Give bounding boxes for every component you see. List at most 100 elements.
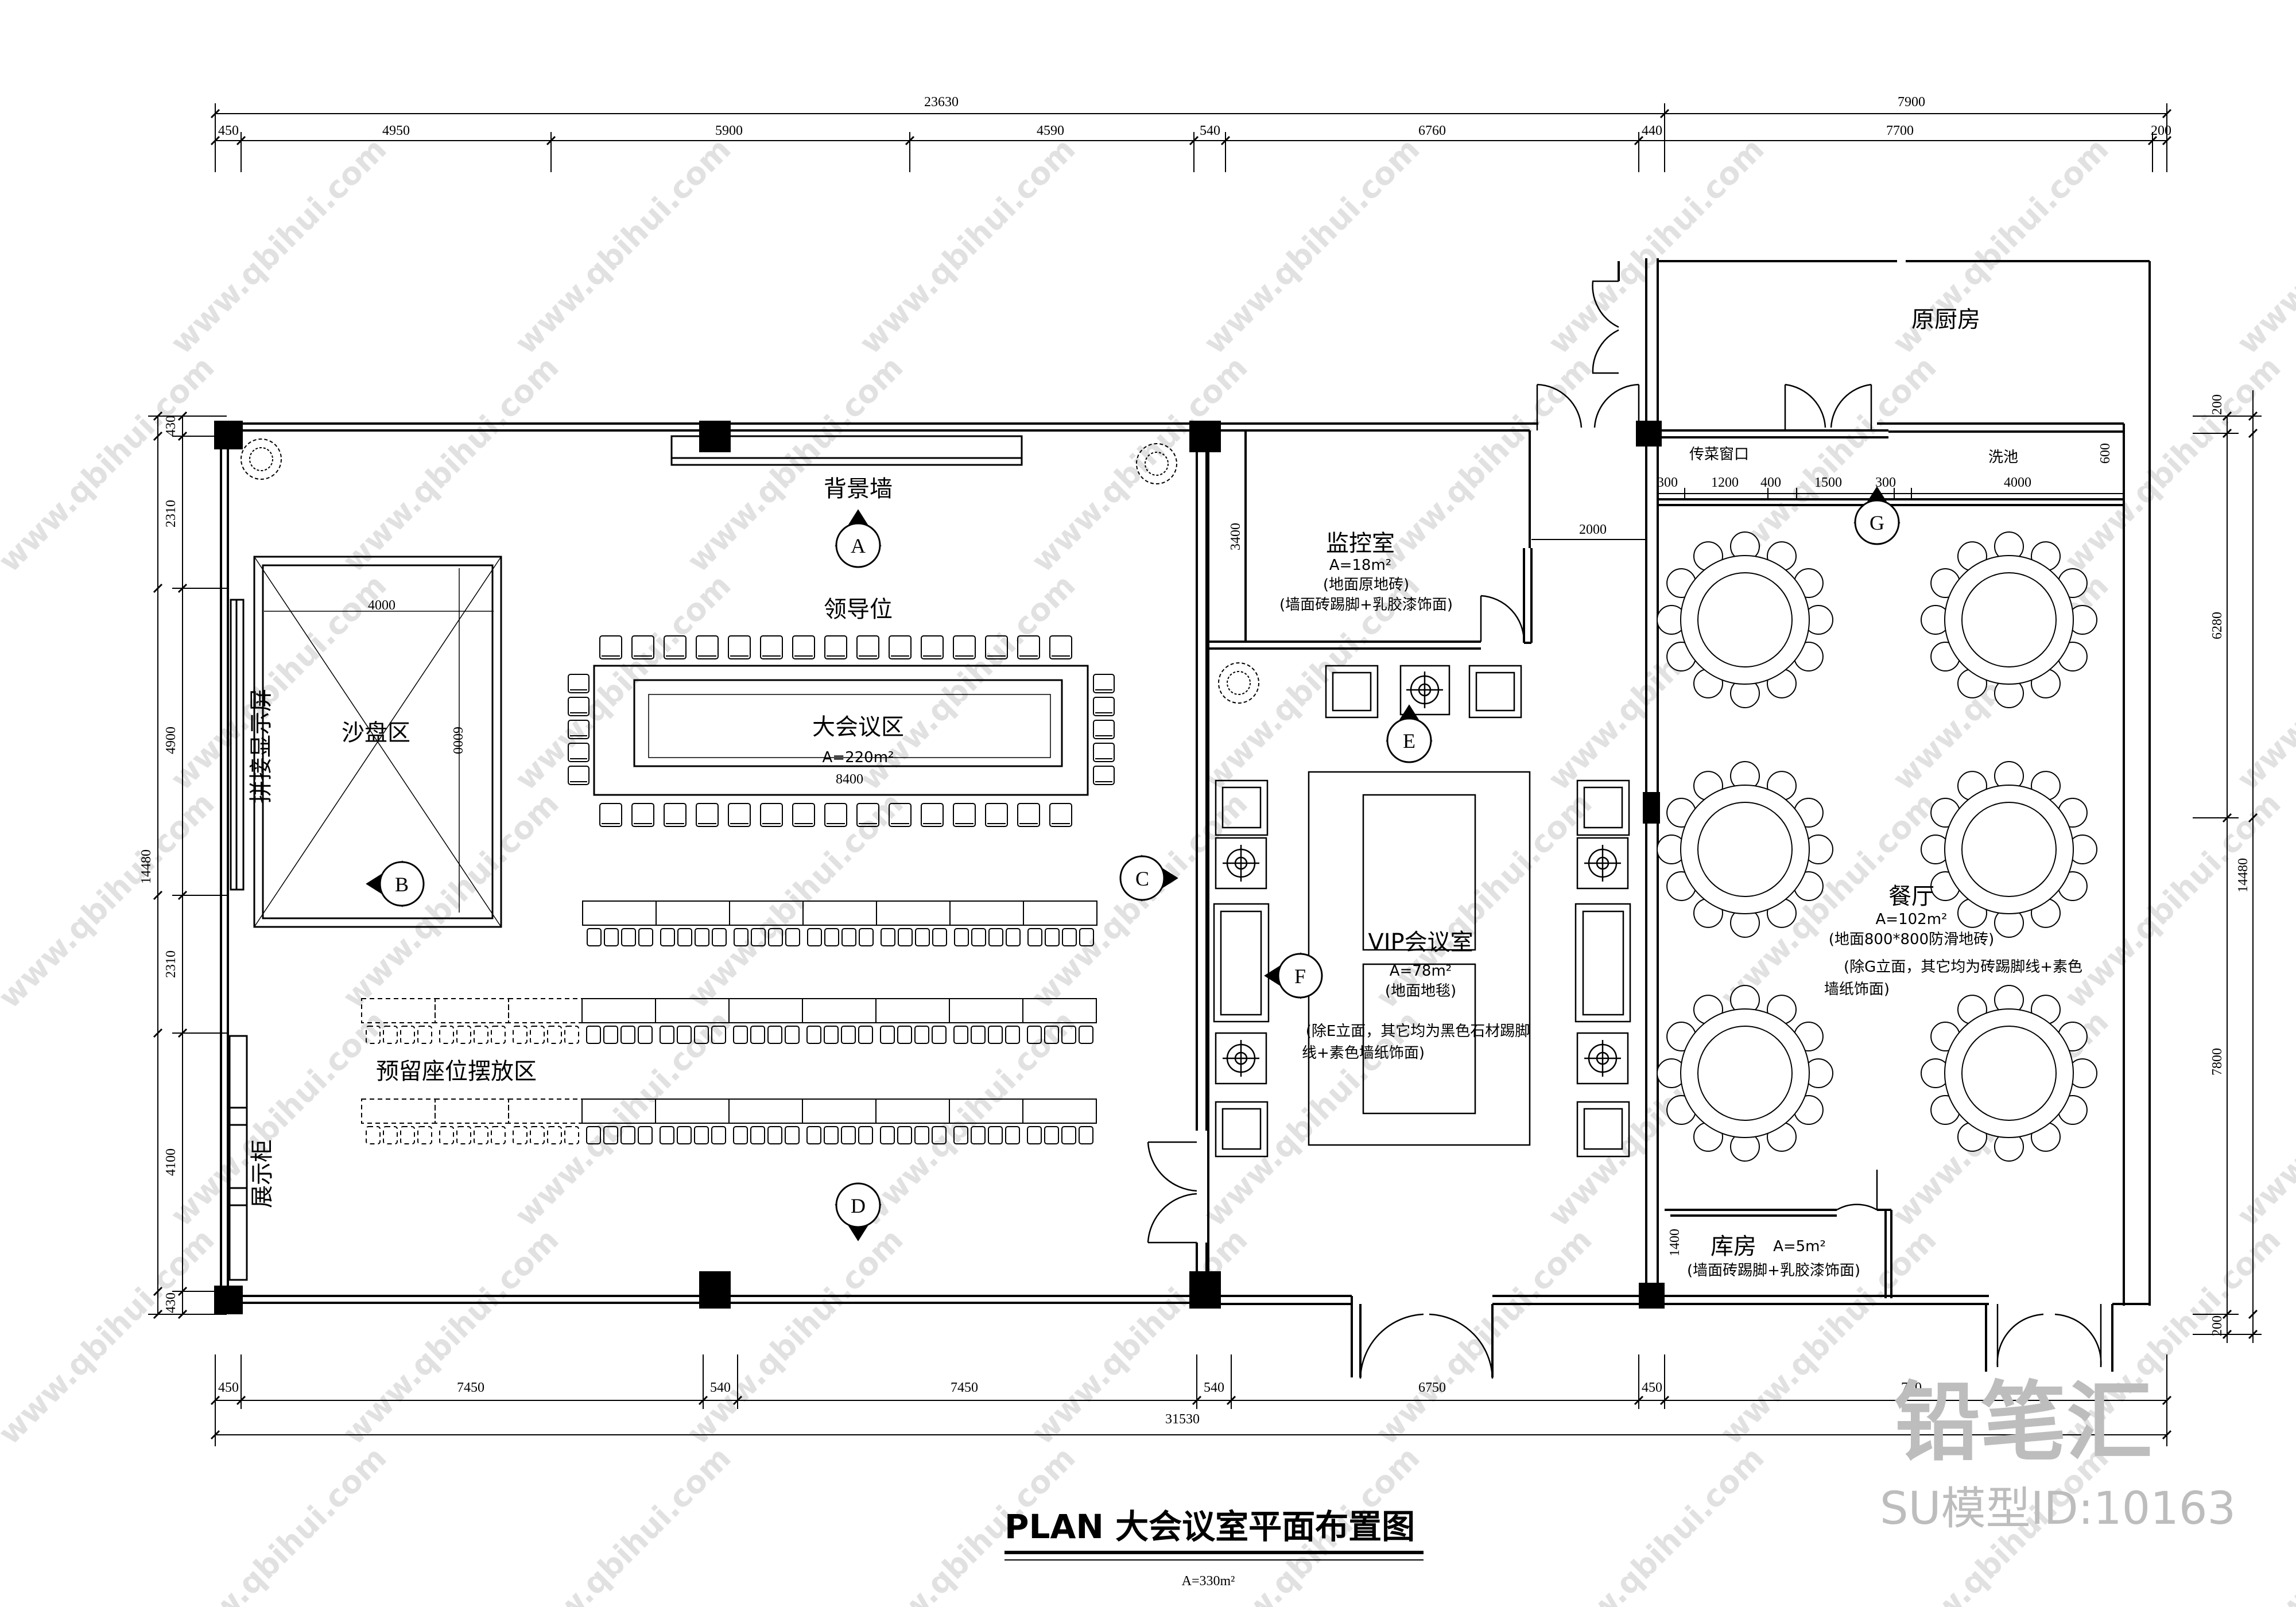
watermark-text: www.qbihui.com [336, 1221, 566, 1451]
svg-text:F: F [1294, 965, 1306, 988]
watermark-model-id: SU模型ID:10163 [1880, 1483, 2236, 1535]
watermark-text: www.qbihui.com [0, 785, 221, 1015]
dim-kitchen-f: 4000 [2004, 475, 2031, 490]
dim-kitchen-d: 1500 [1814, 475, 1842, 490]
background-wall-label: 背景墙 [824, 476, 893, 502]
dim-corridor: 2000 [1579, 522, 1607, 537]
leader-seat-label: 领导位 [824, 596, 893, 623]
svg-text:E: E [1403, 729, 1415, 752]
watermark-text: www.qbihui.com [1369, 349, 1599, 579]
dining-label: 餐厅 [1888, 883, 1934, 910]
dim-table-length: 8400 [836, 772, 863, 787]
watermark-text: www.qbihui.com [852, 131, 1083, 361]
dim-sand-width: 4000 [368, 598, 395, 613]
sand-table-label: 沙盘区 [342, 720, 410, 746]
vip-note-2: 线+素色墙纸饰面) [1302, 1045, 1425, 1062]
serving-window-label: 传菜窗口 [1689, 446, 1749, 463]
elevation-marker-a: A [835, 509, 882, 568]
watermark-text: www.qbihui.com [680, 1221, 910, 1451]
watermark-text: www.qbihui.com [1197, 131, 1427, 361]
watermark-text: www.qbihui.com [1025, 349, 1255, 579]
svg-text:C: C [1135, 867, 1149, 890]
svg-text:B: B [395, 873, 409, 896]
doors [1147, 280, 2102, 1379]
display-screen-label: 拼接显示屏 [248, 689, 274, 804]
dim-left-seg: 2310 [164, 500, 179, 527]
dim-left-seg: 4100 [164, 1148, 179, 1176]
dim-top-seg: 200 [2151, 123, 2171, 138]
dim-sand-depth: 6000 [450, 727, 465, 754]
dim-right-total: 14480 [2236, 858, 2251, 892]
dim-left-total: 14480 [139, 849, 154, 884]
watermark-text: www.qbihui.com [0, 349, 221, 579]
elevation-marker-e: E [1386, 704, 1433, 763]
watermark-text: www.qbihui.com [0, 1221, 221, 1451]
sand-table-zone [253, 556, 502, 928]
conference-table [593, 665, 1089, 796]
dim-right-seg: 7800 [2210, 1048, 2225, 1076]
vip-room-label: VIP会议室 [1368, 929, 1473, 956]
display-cabinet-label: 展示柜 [249, 1139, 276, 1208]
elevation-marker-g: G [1853, 486, 1901, 545]
meeting-area-label: 大会议区 [812, 714, 904, 740]
dim-bottom-seg: 540 [710, 1380, 731, 1395]
monitor-wall: (墙面砖踢脚+乳胶漆饰面) [1279, 596, 1453, 614]
dim-top-seg: 450 [218, 123, 239, 138]
watermark-text: www.qbihui.com [336, 785, 566, 1015]
dim-bottom-total: 31530 [1165, 1412, 1200, 1427]
watermark-text: www.qbihui.com [2230, 131, 2296, 361]
dim-left-seg: 430 [164, 416, 179, 436]
sink-label: 洗池 [1988, 449, 2018, 466]
dining-note-1: (除G立面，其它均为砖踢脚线+素色 [1844, 958, 2082, 976]
vip-note-1: (除E立面，其它均为黑色石材踢脚 [1306, 1023, 1530, 1040]
watermark-text: www.qbihui.com [2230, 1439, 2296, 1607]
dim-kitchen-b: 1200 [1711, 475, 1739, 490]
watermark-logo: 铅笔汇 [1894, 1373, 2152, 1473]
dim-left-seg: 4900 [164, 727, 179, 754]
dim-top-total-left: 23630 [924, 95, 959, 110]
storage-area: A=5m² [1773, 1238, 1826, 1255]
watermark-text: www.qbihui.com [508, 131, 738, 361]
watermark-text: www.qbihui.com [1541, 1439, 1771, 1607]
elevation-marker-b: B [366, 860, 425, 907]
dim-right-seg: 200 [2210, 394, 2225, 415]
meeting-area-size: A=220m² [823, 749, 894, 766]
dim-bottom-seg: 6750 [1418, 1380, 1446, 1395]
watermark-text: www.qbihui.com [508, 1003, 738, 1233]
elevation-marker-d: D [835, 1182, 882, 1241]
watermark-text: www.qbihui.com [164, 1439, 394, 1607]
dim-top-seg: 5900 [715, 123, 743, 138]
dining-note-2: 墙纸饰面) [1824, 981, 1890, 998]
dim-top-seg: 6760 [1418, 123, 1446, 138]
kitchen-label: 原厨房 [1911, 306, 1980, 333]
monitor-floor: (地面原地砖) [1323, 576, 1409, 593]
dim-kitchen-g: 600 [2098, 443, 2113, 464]
dim-top-total-right: 7900 [1898, 95, 1925, 110]
dim-kitchen-a: 300 [1657, 475, 1678, 490]
dim-kitchen-c: 400 [1760, 475, 1781, 490]
dining-area: A=102m² [1876, 911, 1948, 928]
display-screen [230, 599, 245, 891]
watermark-text: www.qbihui.com [164, 131, 394, 361]
dim-bottom-seg: 7450 [457, 1380, 484, 1395]
watermark-text: www.qbihui.com [1369, 785, 1599, 1015]
dim-top-seg: 440 [1642, 123, 1662, 138]
dim-top-seg: 7700 [1886, 123, 1914, 138]
elevation-marker-c: C [1119, 855, 1178, 902]
dining-floor: (地面800*800防滑地砖) [1829, 931, 1995, 948]
dim-bottom-seg: 700 [1901, 1380, 1922, 1395]
dim-top-seg: 540 [1200, 123, 1220, 138]
storage-note: (墙面砖踢脚+乳胶漆饰面) [1687, 1262, 1860, 1279]
watermark-text: www.qbihui.com [508, 1439, 738, 1607]
watermark-text: www.qbihui.com [1541, 131, 1771, 361]
watermark-text: www.qbihui.com [2230, 1003, 2296, 1233]
dim-kitchen-e: 300 [1875, 475, 1896, 490]
dim-left-seg: 430 [164, 1292, 179, 1313]
walls [220, 258, 2151, 1377]
storage-label: 库房 [1711, 1233, 1756, 1260]
dim-top-seg: 4590 [1037, 123, 1064, 138]
dim-right-seg: 200 [2210, 1315, 2225, 1336]
dim-top-seg: 4950 [382, 123, 410, 138]
dim-bottom-seg: 7450 [951, 1380, 978, 1395]
svg-text:G: G [1870, 511, 1884, 534]
